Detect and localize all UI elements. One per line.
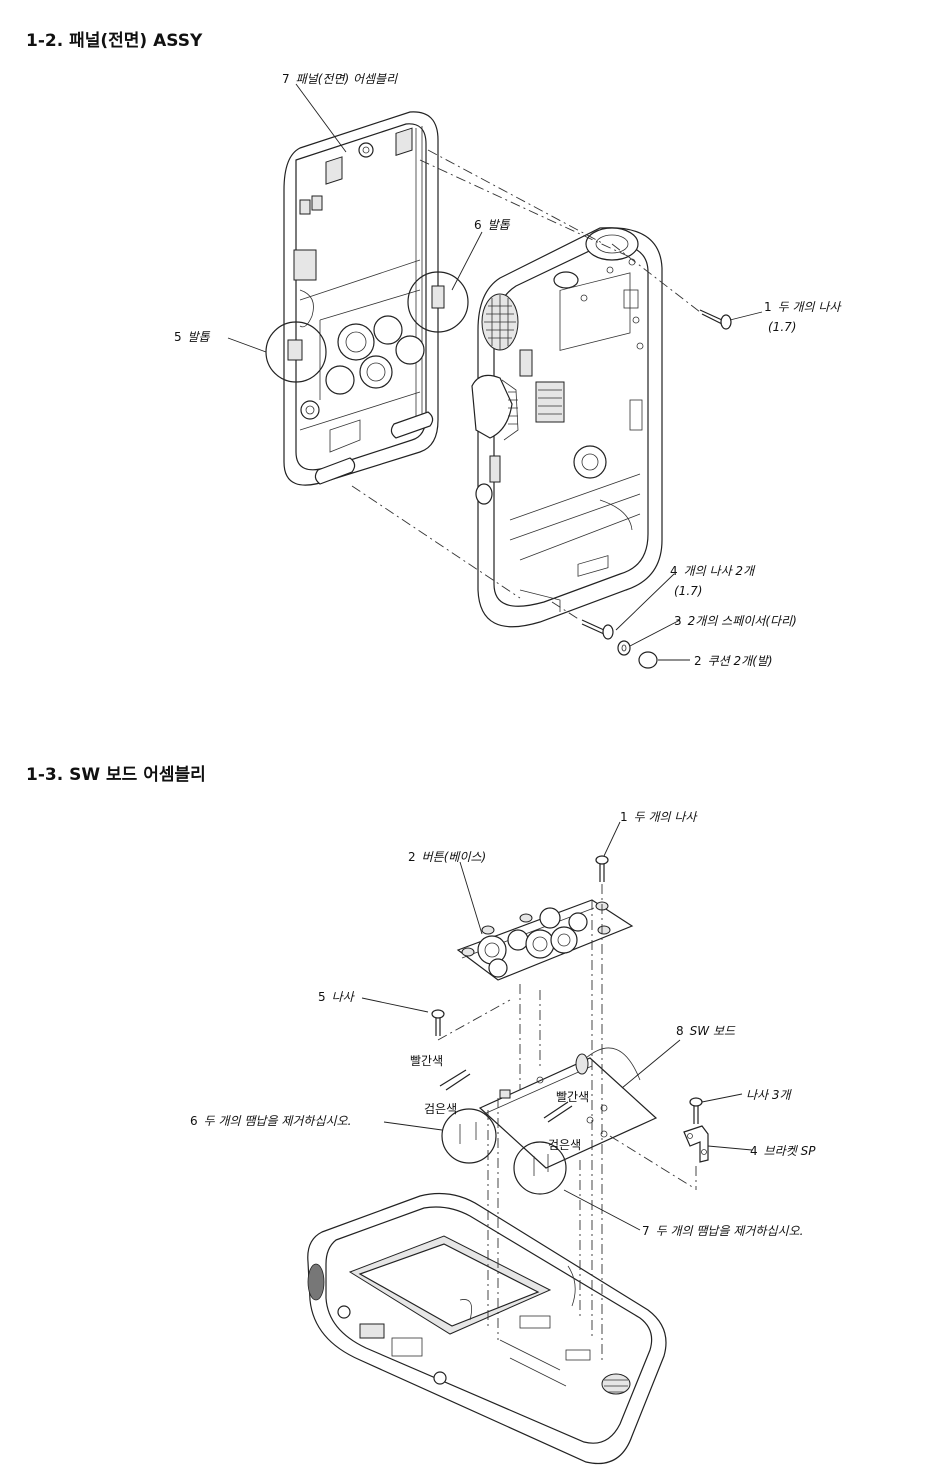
device-body-drawing [307, 1192, 667, 1465]
wire-label-red-right: 빨간색 [556, 1090, 590, 1104]
button-base-drawing [456, 899, 634, 981]
leader-lines-section2 [361, 821, 753, 1231]
screws-parts-section1 [581, 309, 732, 669]
wire-label-black-right: 검은색 [548, 1138, 582, 1152]
assembly-lines-section2 [437, 884, 697, 1360]
leader-lines-section1 [227, 83, 763, 661]
sw-board-drawing [439, 1047, 658, 1195]
callout-three-screws: 나사 3개 [746, 1088, 791, 1102]
wire-label-black-left: 검은색 [424, 1102, 458, 1116]
bracket-sp-drawing [431, 855, 709, 1163]
front-panel-assembly-drawing [265, 111, 469, 486]
section-title-sw-board: 1-3. SW 보드 어셈블리 [26, 765, 206, 785]
callout-4-screw-size: (1.7) [674, 584, 703, 598]
main-unit-drawing [471, 227, 663, 628]
wire-label-red-left: 빨간색 [410, 1054, 444, 1068]
section-title-panel-front: 1-2. 패널(전면) ASSY [26, 31, 203, 51]
assembly-lines-section1 [351, 149, 701, 621]
callout-1-screw-size: (1.7) [768, 320, 797, 334]
